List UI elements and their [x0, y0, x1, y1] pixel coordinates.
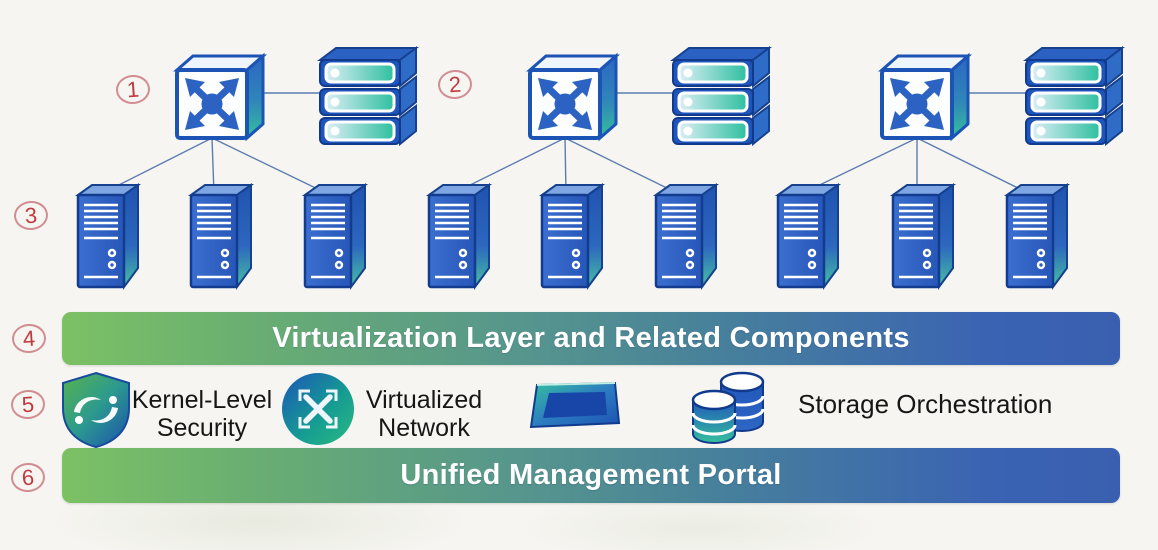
server-tower-icon — [303, 183, 367, 289]
network-switch-icon — [177, 56, 263, 138]
server-tower-icon — [654, 183, 718, 289]
resource-block-icon — [529, 381, 621, 429]
server-tower-icon — [891, 183, 955, 289]
virtualized-network-label-line2: Network — [378, 414, 470, 442]
storage-array-icon — [318, 46, 418, 146]
server-tower-icon — [427, 183, 491, 289]
kernel-security-label: Kernel-Level Security — [117, 386, 287, 442]
server-tower-icon — [540, 183, 604, 289]
storage-array-icon — [671, 46, 771, 146]
virtualization-layer-banner-label: Virtualization Layer and Related Compone… — [272, 322, 910, 354]
virtualized-network-label-line1: Virtualized — [365, 386, 483, 414]
virtualized-network-label: Virtualized Network — [339, 386, 509, 442]
network-switch-icon — [882, 56, 968, 138]
storage-orchestration-label: Storage Orchestration — [798, 389, 1053, 419]
annotation-circle-5: 5 — [10, 388, 46, 421]
server-tower-icon — [1005, 183, 1069, 289]
kernel-security-label-line1: Kernel-Level — [131, 386, 273, 414]
topology-diagram — [76, 46, 1124, 289]
kernel-security-label-line2: Security — [156, 414, 248, 442]
server-tower-icon — [776, 183, 840, 289]
annotation-circle-4: 4 — [11, 322, 47, 355]
virtualization-layer-banner: Virtualization Layer and Related Compone… — [62, 312, 1120, 365]
server-tower-icon — [76, 183, 140, 289]
virtualized-network-icon — [282, 373, 354, 445]
kernel-security-shield-icon — [62, 371, 130, 449]
server-tower-icon — [189, 183, 253, 289]
storage-cylinders-icon — [691, 371, 765, 444]
unified-management-portal-banner: Unified Management Portal — [62, 448, 1120, 503]
storage-array-icon — [1024, 46, 1124, 146]
annotation-circle-6: 6 — [10, 461, 46, 494]
unified-management-portal-banner-label: Unified Management Portal — [400, 459, 782, 491]
network-switch-icon — [530, 56, 616, 138]
